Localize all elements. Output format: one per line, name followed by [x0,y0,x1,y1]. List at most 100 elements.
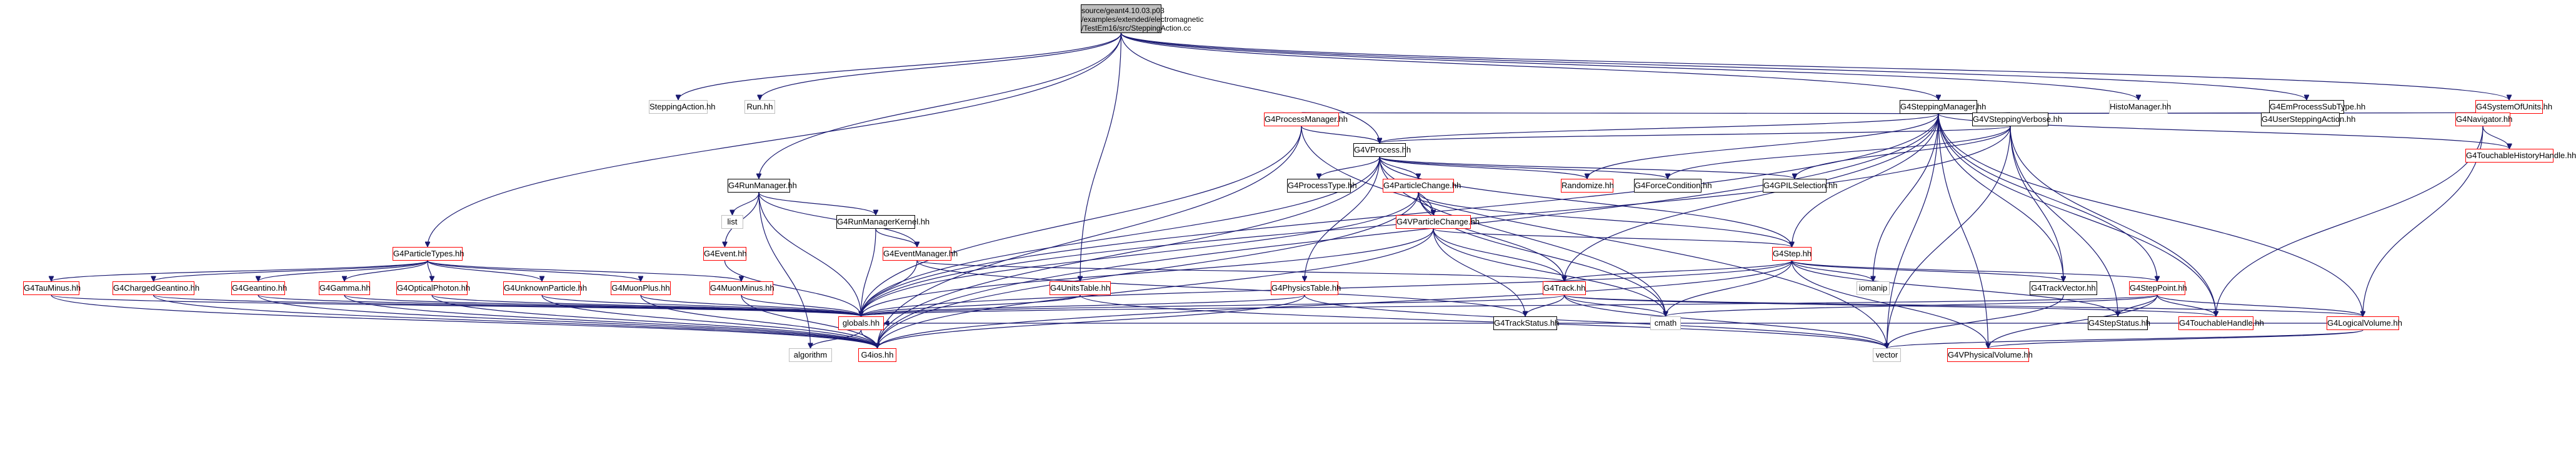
node-g4processtype[interactable]: G4ProcessType.hh [1287,179,1357,193]
node-list[interactable]: list [721,215,743,229]
node-root[interactable]: source/geant4.10.03.p03 /examples/extend… [1081,4,1203,33]
node-g4physicstable[interactable]: G4PhysicsTable.hh [1271,281,1341,295]
node-g4usersteppingaction[interactable]: G4UserSteppingAction.hh [2261,113,2355,126]
edge-g4runmanager-to-globals [758,192,861,316]
edge-g4steppingmanager-to-randomize [1587,113,1939,179]
node-g4gpilselection[interactable]: G4GPILSelection.hh [1763,179,1838,193]
node-g4step[interactable]: G4Step.hh [1772,247,1812,261]
edge-root-to-g4particletypes [428,33,1122,247]
edge-g4muonminus-to-g4ios [741,294,878,349]
node-g4steppoint[interactable]: G4StepPoint.hh [2129,281,2187,295]
edge-g4logicalvolume-to-g4vphysicalvolume [1988,329,2363,349]
node-algorithm[interactable]: algorithm [789,348,832,362]
node-g4particletypes[interactable]: G4ParticleTypes.hh [393,247,464,261]
edge-root-to-run [760,33,1122,101]
node-randomize[interactable]: Randomize.hh [1561,179,1614,193]
node-g4steppingmanager[interactable]: G4SteppingManager.hh [1900,100,1986,114]
edge-g4vprocess-to-g4gpilselection [1379,156,1795,179]
edge-g4logicalvolume-to-vector [1887,329,2363,349]
edge-g4particletypes-to-g4gamma [344,260,428,282]
edge-g4track-to-cmath [1563,294,1666,317]
node-g4unitstable[interactable]: G4UnitsTable.hh [1050,281,1111,295]
edge-globals-to-algorithm [811,329,862,349]
node-g4processmanager[interactable]: G4ProcessManager.hh [1264,113,1348,126]
node-g4gamma[interactable]: G4Gamma.hh [319,281,371,295]
edge-g4particletypes-to-g4muonplus [427,260,641,282]
node-g4vprocess[interactable]: G4VProcess.hh [1353,143,1411,157]
edge-g4event-to-globals [724,260,861,317]
edge-g4steppingmanager-to-g4ios [878,113,1939,348]
edge-root-to-steppingaction [678,33,1122,101]
node-g4vphysicalvolume[interactable]: G4VPhysicalVolume.hh [1947,348,2033,362]
edge-g4vsteppingverbose-to-g4gpilselection [1795,126,2011,179]
edge-g4step-to-g4stepstatus [1791,260,2118,317]
node-histomanager[interactable]: HistoManager.hh [2109,100,2171,114]
edge-g4vprocess-to-g4processtype [1319,156,1380,179]
node-g4logicalvolume[interactable]: G4LogicalVolume.hh [2327,316,2402,330]
edge-g4vprocess-to-g4ios [878,156,1380,348]
edge-g4steppoint-to-g4vphysicalvolume [1988,294,2158,349]
node-globals[interactable]: globals.hh [838,316,884,330]
node-g4event[interactable]: G4Event.hh [703,247,747,261]
node-g4trackstatus[interactable]: G4TrackStatus.hh [1493,316,1559,330]
node-g4runmanager[interactable]: G4RunManager.hh [728,179,797,193]
node-cmath[interactable]: cmath [1650,316,1681,330]
edge-g4muonminus-to-globals [741,294,861,317]
edge-g4steppingmanager-to-g4vprocess [1380,113,1939,144]
node-g4geantino[interactable]: G4Geantino.hh [231,281,287,295]
edge-g4particletypes-to-g4chargedgeantino [154,260,428,282]
node-g4forcecondition[interactable]: G4ForceCondition.hh [1634,179,1712,193]
node-iomanip[interactable]: iomanip [1857,281,1890,295]
edge-root-to-g4runmanager [759,33,1122,179]
edge-g4processmanager-to-g4ios [878,126,1302,348]
node-g4vparticlechange[interactable]: G4VParticleChange.hh [1396,215,1480,229]
edge-g4chargedgeantino-to-g4ios [153,294,878,349]
node-g4muonplus[interactable]: G4MuonPlus.hh [611,281,671,295]
node-g4taaminus[interactable]: G4TauMinus.hh [23,281,81,295]
edge-g4unitstable-to-vector [1080,294,1887,349]
node-g4touchablehistoryhandle[interactable]: G4TouchableHistoryHandle.hh [2465,149,2576,163]
node-vector[interactable]: vector [1873,348,1901,362]
edge-root-to-g4unitstable [1080,33,1122,281]
node-g4muonminus[interactable]: G4MuonMinus.hh [709,281,774,295]
node-g4particlechange[interactable]: G4ParticleChange.hh [1383,179,1461,193]
node-g4track[interactable]: G4Track.hh [1543,281,1586,295]
edge-g4particletypes-to-g4geantino [258,260,428,282]
node-g4runmanagerkernel[interactable]: G4RunManagerKernel.hh [836,215,930,229]
edge-g4particlechange-to-globals [861,192,1419,316]
edge-g4step-to-g4ios [878,260,1793,348]
node-g4emprocesssubtype[interactable]: G4EmProcessSubType.hh [2269,100,2365,114]
edge-root-to-histomanager [1120,33,2139,101]
edge-g4particletypes-to-g4opticalphoton [427,260,432,281]
edge-g4opticalphoton-to-g4ios [431,294,878,349]
node-g4eventmanager[interactable]: G4EventManager.hh [883,247,958,261]
edge-g4steppingmanager-to-g4trackvector [1938,113,2063,281]
node-run[interactable]: Run.hh [744,100,775,114]
node-g4stepstatus[interactable]: G4StepStatus.hh [2088,316,2150,330]
edge-g4steppingmanager-to-g4logicalvolume [1938,113,2363,316]
node-g4vsteppingverbose[interactable]: G4VSteppingVerbose.hh [1972,113,2062,126]
edge-g4vparticlechange-to-g4ios [878,228,1434,348]
edge-g4trackvector-to-vector [1887,294,2064,349]
node-steppingaction[interactable]: SteppingAction.hh [649,100,716,114]
edge-g4vsteppingverbose-to-g4trackvector [2010,126,2063,281]
node-g4chargedgeantino[interactable]: G4ChargedGeantino.hh [113,281,199,295]
node-g4ios[interactable]: G4ios.hh [858,348,896,362]
edge-g4steppingmanager-to-g4touchablehandle [1938,113,2216,316]
edge-g4processmanager-to-globals [861,126,1302,316]
edge-g4track-to-g4logicalvolume [1563,294,2363,317]
node-g4unknownparticle[interactable]: G4UnknownParticle.hh [503,281,587,295]
edge-g4vprocess-to-g4physicstable [1305,156,1380,281]
root-line-1: source/geant4.10.03.p03 [1081,6,1165,15]
node-g4touchablehandle[interactable]: G4TouchableHandle.hh [2178,316,2264,330]
node-g4trackvector[interactable]: G4TrackVector.hh [2030,281,2097,295]
node-g4navigator[interactable]: G4Navigator.hh [2455,113,2512,126]
node-g4opticalphoton[interactable]: G4OpticalPhoton.hh [396,281,470,295]
node-g4systemofunits[interactable]: G4SystemOfUnits.hh [2475,100,2552,114]
edge-g4vparticlechange-to-globals [861,228,1434,316]
edge-g4steppingmanager-to-g4processmanager [1301,113,1939,114]
edge-g4vprocess-to-randomize [1379,156,1587,179]
edge-g4vsteppingverbose-to-g4stepstatus [2010,126,2118,316]
edge-g4steppingmanager-to-g4track [1565,113,1939,281]
